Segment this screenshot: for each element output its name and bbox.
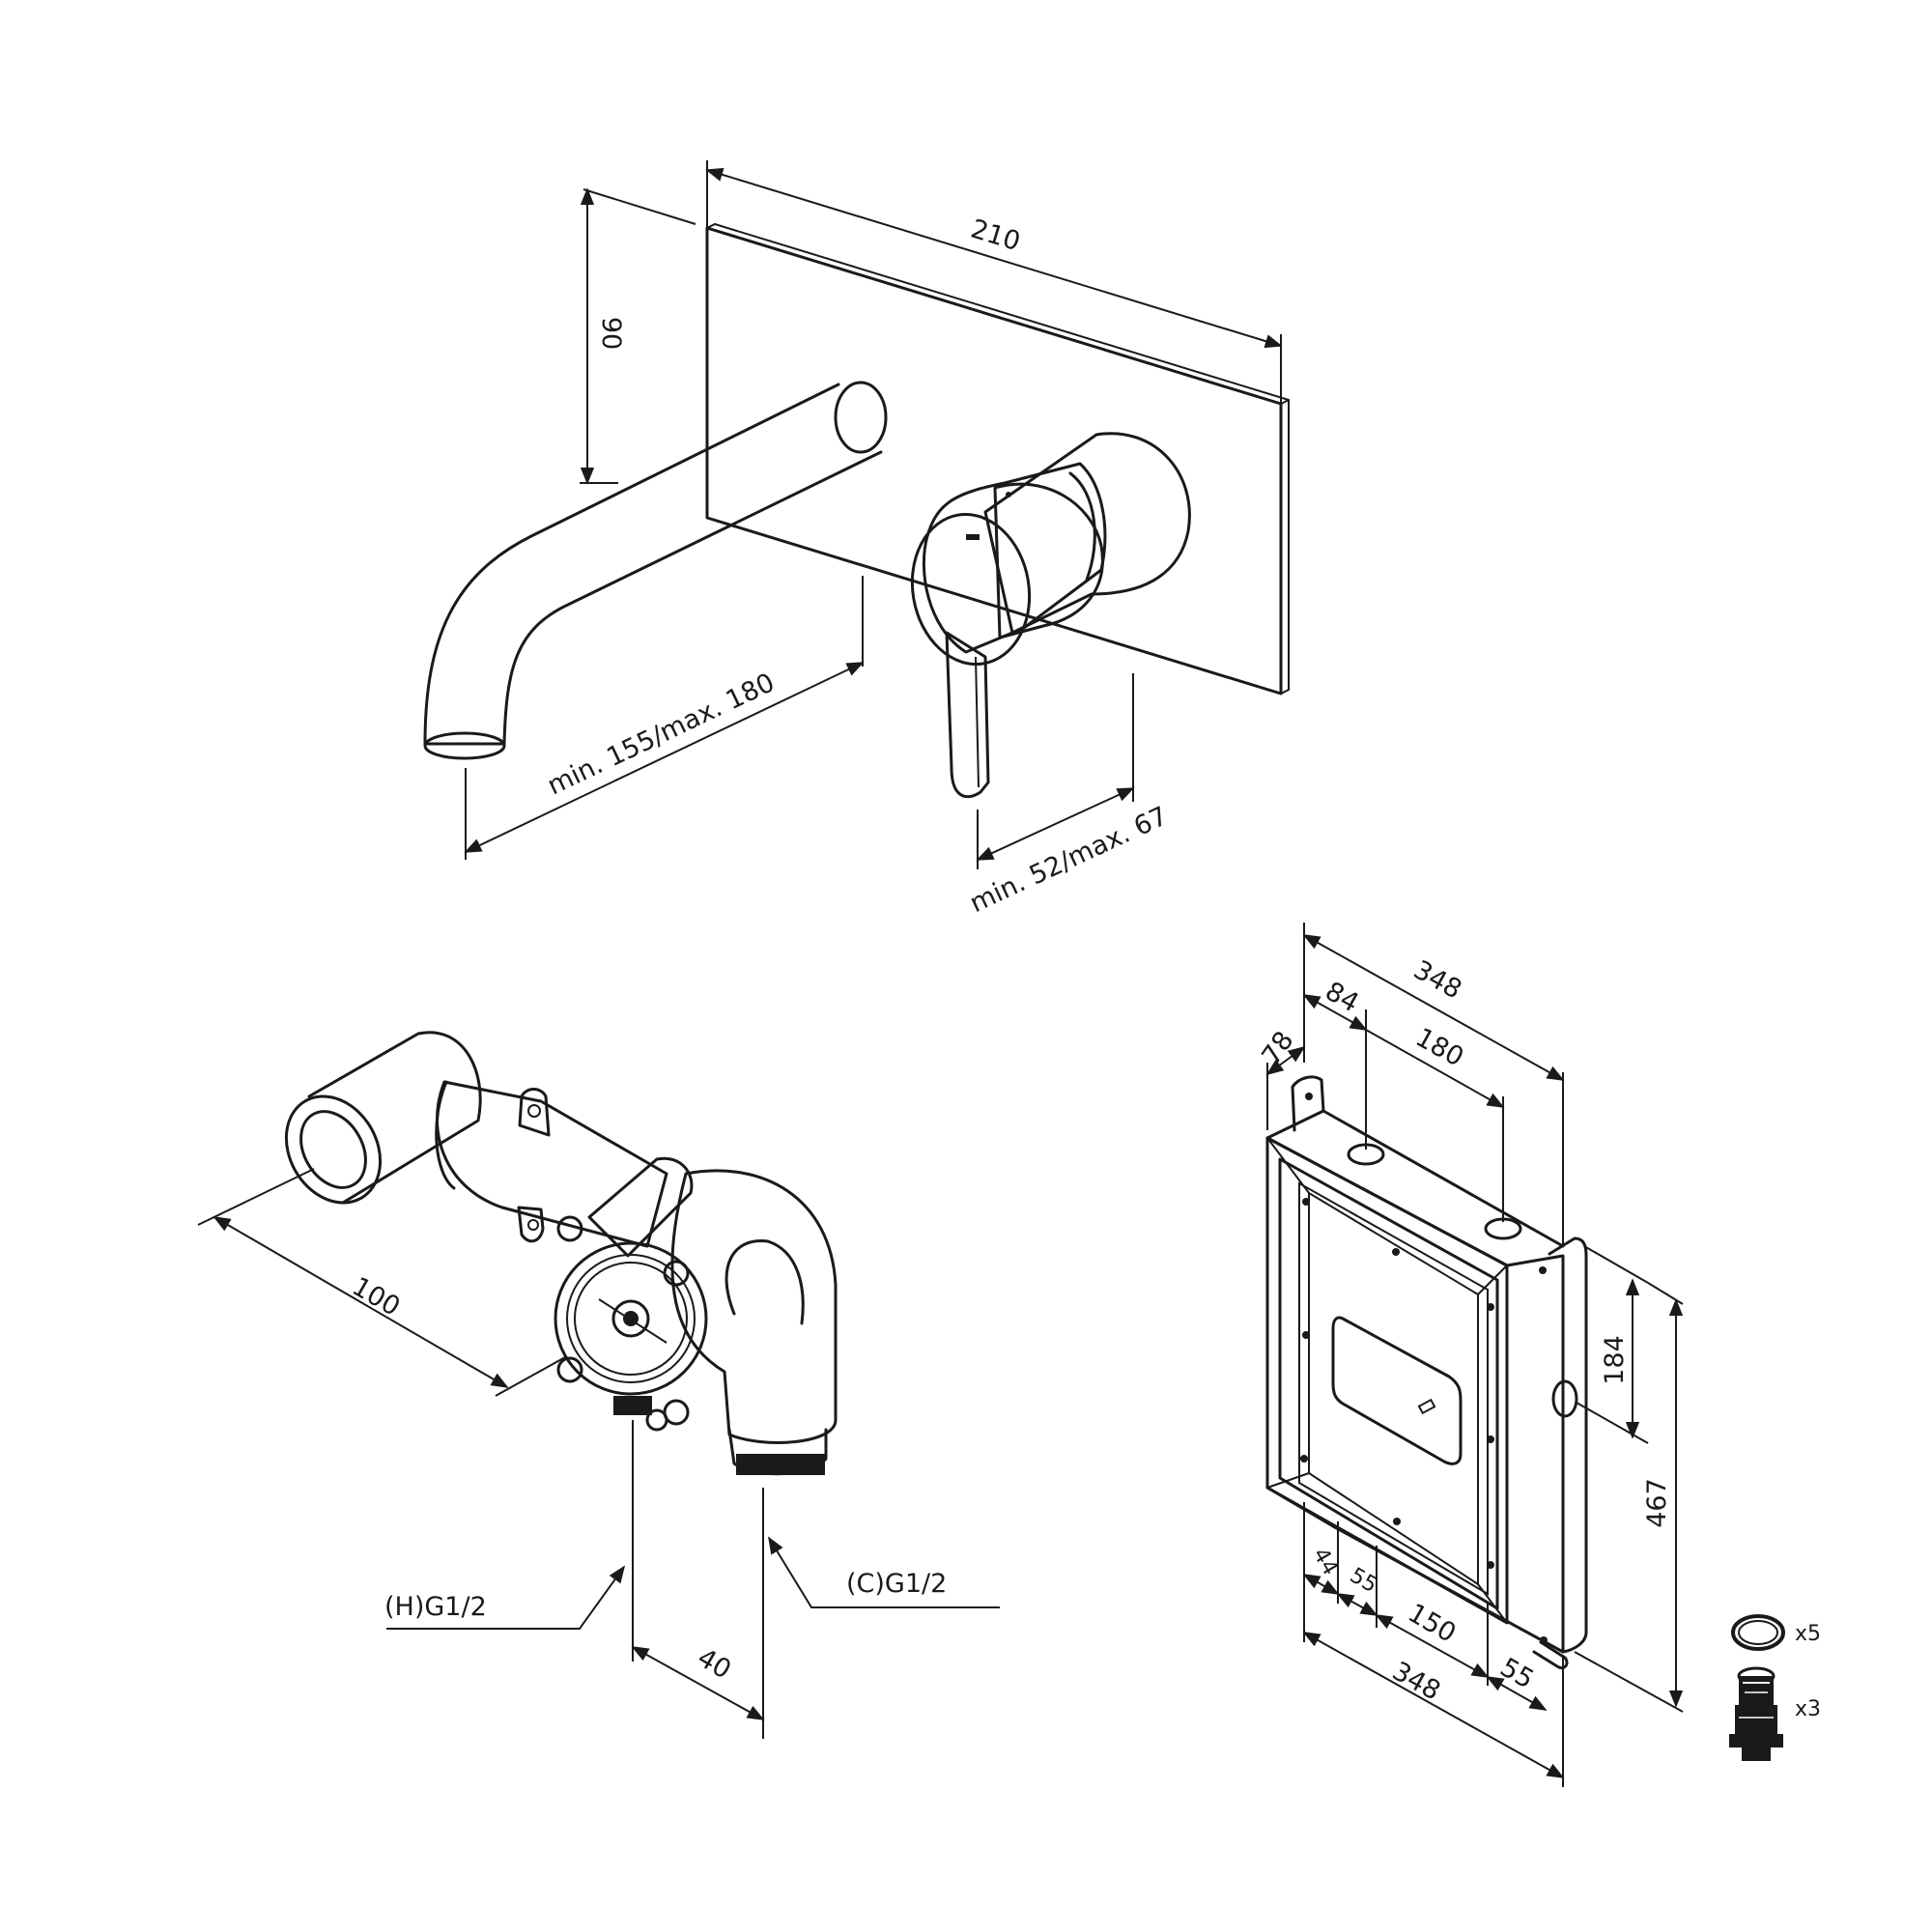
label-hot-connection: (H)G1/2 — [384, 1592, 487, 1622]
label-cold-connection: (C)G1/2 — [846, 1569, 947, 1599]
dim-plate-width: 210 — [705, 160, 1283, 404]
label-box-height-184: 184 — [1600, 1335, 1630, 1385]
box-frame — [1265, 1075, 1588, 1670]
label-box-bottom-width: 348 — [1387, 1657, 1445, 1707]
label-oring-count: x5 — [1795, 1622, 1821, 1646]
accessories: x5 x3 — [1729, 1614, 1821, 1761]
mixer-body — [910, 432, 1191, 667]
dim-box-height-467: 467 — [1574, 1282, 1684, 1713]
fitting-icon — [1729, 1666, 1783, 1761]
valve-cartridge — [554, 1156, 838, 1476]
label-fitting-count: x3 — [1795, 1697, 1821, 1721]
dim-box-offset-84: 84 — [1302, 977, 1368, 1150]
label-plate-height: 90 — [596, 317, 626, 350]
label-box-offset-180: 180 — [1410, 1023, 1468, 1073]
wall-plate — [705, 222, 1290, 696]
valve-bolts — [556, 1215, 690, 1432]
dim-box-bottom: 44 55 150 55 348 — [1302, 1502, 1565, 1787]
valve-drawing: 100 40 (H)G1/2 (C)G1/2 — [197, 1031, 1000, 1739]
dim-valve-depth: 100 — [197, 1168, 566, 1397]
label-valve-depth: 100 — [347, 1271, 405, 1322]
oring-icon — [1731, 1614, 1785, 1651]
dim-spout-projection: min. 155/max. 180 — [464, 576, 865, 860]
dim-box-offset-180: 180 — [1365, 1023, 1505, 1222]
faucet-drawing: 210 90 min. 155/max. 180 min. 52/max. 67 — [423, 160, 1290, 919]
hot-leader: (H)G1/2 — [384, 1565, 626, 1630]
label-box-bottom-150: 150 — [1403, 1598, 1461, 1649]
spout — [423, 381, 888, 760]
label-box-bottom-55b: 55 — [1495, 1653, 1539, 1695]
valve-tube — [284, 1031, 668, 1248]
dim-lever-depth: min. 52/max. 67 — [965, 673, 1173, 919]
valve-bracket — [517, 1088, 551, 1243]
box-drawing: 348 84 180 78 184 467 — [1256, 923, 1684, 1787]
dim-box-height-184: 184 — [1576, 1245, 1649, 1444]
dim-box-top-width: 348 — [1302, 923, 1565, 1246]
dim-plate-height: 90 — [580, 187, 696, 485]
label-box-height-467: 467 — [1642, 1478, 1672, 1528]
label-outlet-spacing: 40 — [693, 1643, 736, 1686]
label-box-side-78: 78 — [1256, 1026, 1299, 1070]
label-spout-projection: min. 155/max. 180 — [543, 668, 780, 801]
label-plate-width: 210 — [967, 214, 1023, 258]
mixer-lever — [945, 631, 990, 799]
label-box-offset-84: 84 — [1321, 977, 1364, 1019]
cold-leader: (C)G1/2 — [768, 1536, 1000, 1608]
dim-box-side-78: 78 — [1256, 1026, 1306, 1130]
